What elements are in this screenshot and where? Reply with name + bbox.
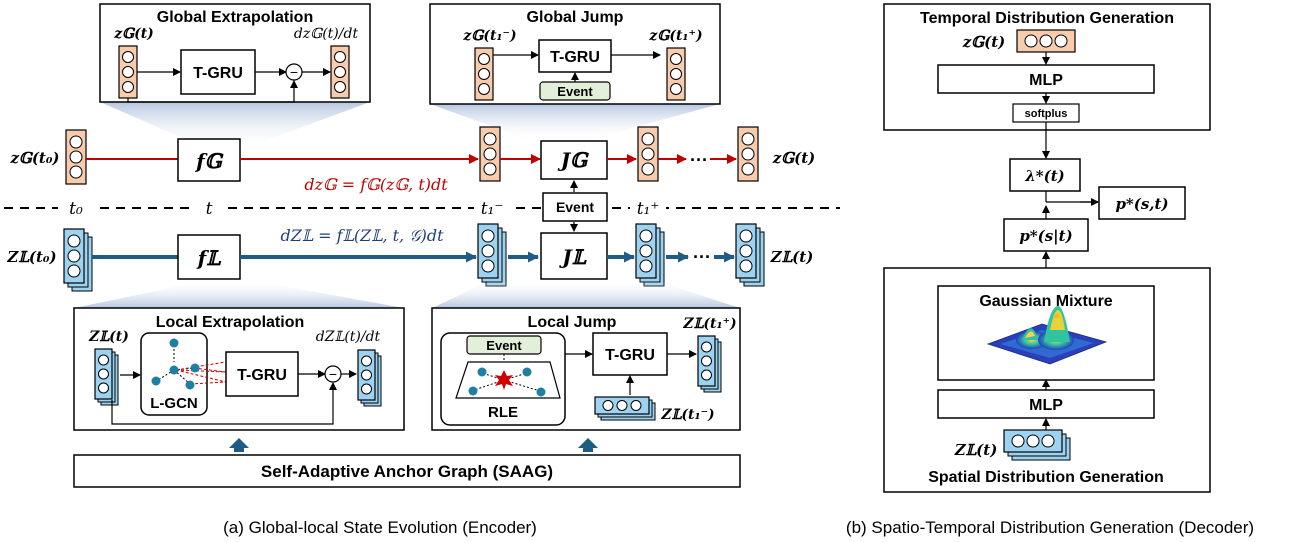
encoder-caption: (a) Global-local State Evolution (Encode…: [223, 518, 537, 537]
p-st-label: p*(s,t): [1115, 195, 1168, 213]
softplus-label: softplus: [1025, 108, 1068, 120]
lgcn-label: L-GCN: [150, 395, 198, 412]
stacked-node-column-blue: [94, 348, 119, 406]
lambda-box: λ*(t): [1009, 158, 1081, 192]
global-extrap-input-label: z𝔾(t): [113, 26, 154, 42]
time-label-t: t: [206, 199, 213, 219]
stacked-node-column-blue: [697, 335, 722, 393]
global-evolution-line: z𝔾(t₀) f𝔾 dz𝔾 = f𝔾(z𝔾, t)dt J𝔾: [9, 126, 815, 194]
saag-block: Self-Adaptive Anchor Graph (SAAG): [73, 438, 741, 488]
global-func-box: f𝔾: [194, 149, 224, 173]
global-jump-box: J𝔾: [557, 148, 589, 172]
node-column-orange: [666, 47, 686, 101]
global-jump-event: Event: [557, 84, 593, 99]
global-start-label: z𝔾(t₀): [9, 149, 59, 167]
local-extrapolation-title: Local Extrapolation: [156, 314, 304, 331]
lgcn-graph: [151, 338, 227, 390]
global-extrap-minus: −: [290, 64, 298, 80]
stacked-node-column-blue: [63, 228, 93, 292]
node-row-orange: [1016, 29, 1076, 53]
local-evolution-line: Z𝕃(t₀) f𝕃 dZ𝕃 = f𝕃(Z𝕃, t, 𝒢)dt J𝕃: [6, 223, 814, 292]
local-ellipsis: ···: [693, 247, 711, 267]
local-jump-tgru: T-GRU: [605, 347, 655, 364]
node-column-orange: [330, 45, 350, 99]
stacked-node-column-blue: [477, 223, 507, 287]
node-column-orange: [474, 47, 494, 101]
time-label-t1-plus: t₁⁺: [637, 199, 660, 219]
local-extrap-tgru: T-GRU: [237, 367, 287, 384]
local-extrap-minus: −: [329, 366, 337, 382]
spatial-title: Spatial Distribution Generation: [928, 469, 1164, 486]
global-jump-tgru: T-GRU: [550, 49, 600, 66]
spatial-input-label: Z𝕃(t): [954, 441, 998, 459]
saag-label: Self-Adaptive Anchor Graph (SAAG): [261, 462, 553, 481]
p-s-given-t-box: p*(s|t): [1003, 218, 1089, 252]
temporal-distribution-panel: Temporal Distribution Generation z𝔾(t) M…: [883, 3, 1211, 131]
lambda-label: λ*(t): [1024, 167, 1065, 185]
global-jump-panel: Global Jump z𝔾(t₁⁻) T-GRU Event z𝔾(t₁⁺): [429, 3, 721, 142]
local-func-box: f𝕃: [196, 246, 223, 270]
time-axis: t₀ t t₁⁻ t₁⁺: [4, 194, 840, 222]
local-jump-box: J𝕃: [558, 245, 587, 269]
stacked-node-row-blue: [594, 396, 656, 421]
global-end-label: z𝔾(t): [772, 149, 815, 167]
local-jump-input-label: Z𝕃(t₁⁻): [660, 407, 714, 423]
p-s-given-t-label: p*(s|t): [1019, 227, 1072, 245]
local-end-label: Z𝕃(t): [770, 248, 814, 266]
local-jump-panel: Local Jump Event RLE T-GRU: [431, 279, 741, 431]
global-ellipsis: ···: [690, 150, 708, 170]
spatial-distribution-panel: Gaussian Mixture MLP Z𝕃(t) Spatial Distr…: [883, 267, 1211, 493]
local-start-label: Z𝕃(t₀): [6, 248, 56, 266]
local-jump-title: Local Jump: [528, 314, 617, 331]
p-st-box: p*(s,t): [1098, 186, 1186, 220]
global-extrap-tgru: T-GRU: [193, 65, 243, 82]
local-jump-output-label: Z𝕃(t₁⁺): [682, 316, 736, 332]
stacked-node-row-blue: [1003, 429, 1071, 461]
rle-label: RLE: [488, 404, 518, 421]
temporal-title: Temporal Distribution Generation: [920, 10, 1174, 27]
global-extrap-output-label: dz𝔾(t)/dt: [294, 26, 359, 42]
global-jump-input-label: z𝔾(t₁⁻): [462, 28, 516, 44]
local-extrap-input-label: Z𝕃(t): [88, 329, 129, 345]
local-extrapolation-panel: Local Extrapolation Z𝕃(t): [73, 279, 405, 431]
node-column-orange: [637, 126, 659, 182]
temporal-input-label: z𝔾(t): [962, 33, 1005, 51]
global-extrapolation-panel: Global Extrapolation z𝔾(t) T-GRU − dz𝔾(t…: [99, 3, 371, 150]
middle-event-label: Event: [556, 199, 594, 215]
node-column-orange: [737, 126, 759, 182]
gaussian-mixture-surface: [986, 306, 1108, 365]
time-label-t1-minus: t₁⁻: [481, 199, 504, 219]
stacked-node-column-blue: [735, 223, 765, 287]
global-jump-title: Global Jump: [527, 9, 624, 26]
spatial-mlp: MLP: [1029, 397, 1063, 414]
stacked-node-column-blue: [357, 349, 382, 407]
rle-graph: [468, 367, 546, 397]
time-label-t0: t₀: [69, 199, 83, 219]
local-jump-event: Event: [486, 338, 522, 353]
global-jump-output-label: z𝔾(t₁⁺): [648, 28, 702, 44]
local-ode-equation: dZ𝕃 = f𝕃(Z𝕃, t, 𝒢)dt: [280, 226, 444, 245]
temporal-mlp: MLP: [1029, 72, 1063, 89]
node-column-orange: [479, 126, 501, 182]
global-ode-equation: dz𝔾 = f𝔾(z𝔾, t)dt: [304, 175, 448, 194]
gaussian-mixture-title: Gaussian Mixture: [979, 293, 1112, 310]
node-column-orange: [65, 129, 87, 185]
stacked-node-column-blue: [635, 223, 665, 287]
local-extrap-output-label: dZ𝕃(t)/dt: [316, 329, 381, 345]
decoder-caption: (b) Spatio-Temporal Distribution Generat…: [846, 518, 1254, 537]
middle-event: Event: [542, 180, 608, 232]
node-column-orange: [118, 45, 138, 99]
global-extrapolation-title: Global Extrapolation: [157, 9, 313, 26]
